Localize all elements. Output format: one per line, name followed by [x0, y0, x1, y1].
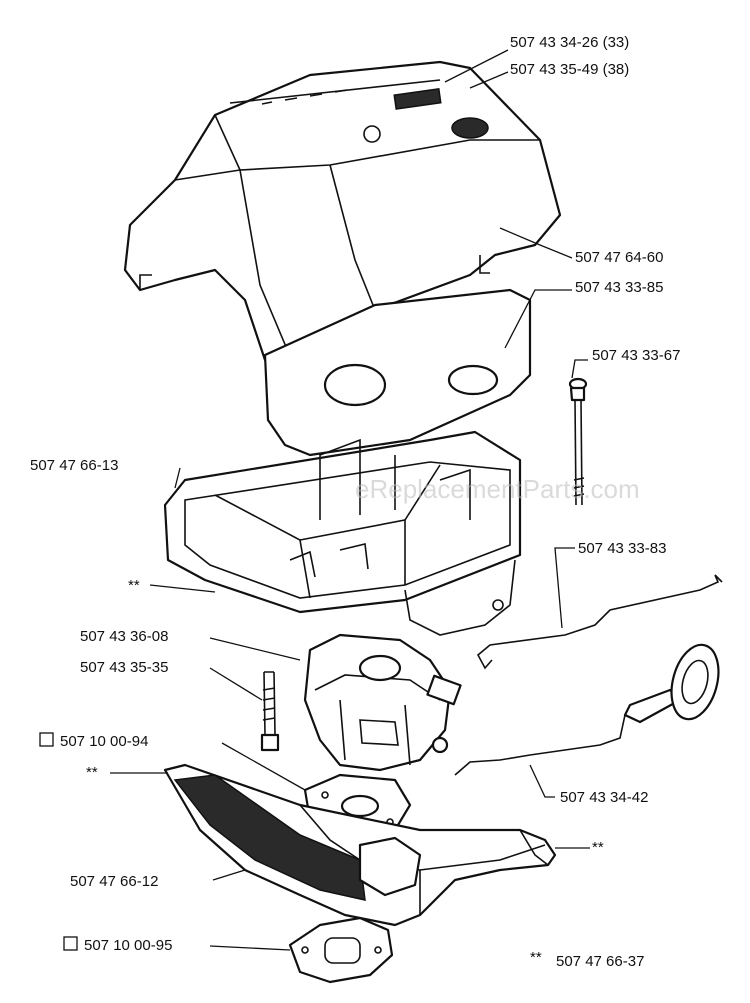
gasket-plate	[263, 288, 532, 457]
label-kit: 507 47 66-37	[556, 953, 644, 970]
throttle-rod	[454, 643, 720, 776]
carburetor	[303, 633, 462, 772]
label-base-right-mark: **	[592, 839, 604, 856]
base-plate	[163, 763, 557, 927]
label-air-box: 507 47 66-13	[30, 457, 118, 474]
watermark-text: eReplacementParts.com	[355, 474, 640, 504]
label-gasket: 507 43 33-85	[575, 279, 663, 296]
intake-gasket	[288, 916, 394, 984]
air-filter-cover	[123, 60, 562, 382]
label-base-mark: **	[86, 764, 98, 781]
checkbox-marker-intake-gasket	[63, 936, 78, 951]
label-long-bolt: 507 43 33-67	[592, 347, 680, 364]
air-box	[163, 430, 522, 636]
checkbox-marker-carb-gasket	[39, 732, 54, 747]
label-cover-38: 507 43 35-49 (38)	[510, 61, 629, 78]
long-bolt	[568, 377, 588, 506]
part-labels: 507 43 34-26 (33) 507 43 35-49 (38) 507 …	[30, 34, 680, 970]
leader-lines	[110, 49, 590, 951]
label-kit-mark: **	[530, 949, 542, 966]
label-cover-33: 507 43 34-26 (33)	[510, 34, 629, 51]
label-air-box-mark: **	[128, 577, 140, 594]
label-intake-gasket: 507 10 00-95	[84, 937, 172, 954]
label-carb-gasket: 507 10 00-94	[60, 733, 148, 750]
label-carburetor: 507 43 36-08	[80, 628, 168, 645]
label-throttle-rod: 507 43 34-42	[560, 789, 648, 806]
label-base-plate: 507 47 66-12	[70, 873, 158, 890]
choke-rod	[476, 574, 723, 670]
carb-bolt	[260, 671, 280, 752]
label-carb-bolt: 507 43 35-35	[80, 659, 168, 676]
label-choke-rod: 507 43 33-83	[578, 540, 666, 557]
label-cover-screw: 507 47 64-60	[575, 249, 663, 266]
